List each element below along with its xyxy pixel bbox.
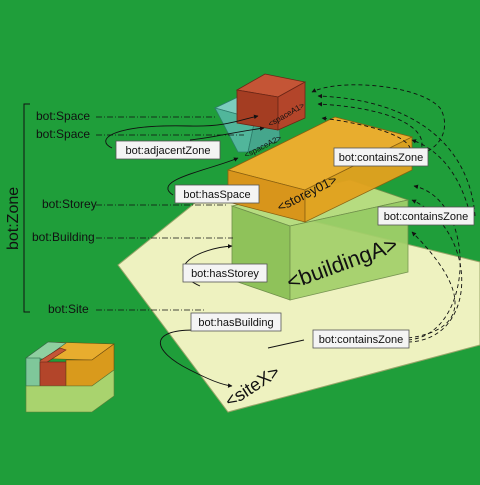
relation-has-storey-text: bot:hasStorey — [191, 268, 259, 280]
storey-box — [226, 116, 414, 223]
class-leader-lines — [96, 116, 244, 311]
relation-adjacent-zone-text: bot:adjacentZone — [125, 145, 210, 157]
relation-has-space: bot:hasSpace — [174, 184, 260, 204]
relation-contains-zone-3: bot:containsZone — [312, 329, 410, 349]
space-a1-box — [235, 73, 307, 131]
relation-has-building-text: bot:hasBuilding — [198, 317, 273, 329]
mini-building-icon — [25, 341, 115, 413]
class-space-label-1: bot:Space — [36, 109, 90, 123]
relation-contains-zone-2: bot:containsZone — [377, 206, 475, 226]
class-site-label: bot:Site — [48, 302, 89, 316]
relation-adjacent-zone: bot:adjacentZone — [115, 140, 221, 160]
zone-bracket — [23, 103, 30, 313]
relation-contains-zone-1-text: bot:containsZone — [339, 152, 423, 164]
class-building-label: bot:Building — [32, 230, 95, 244]
relation-contains-zone-3-text: bot:containsZone — [319, 334, 403, 346]
relation-has-space-text: bot:hasSpace — [183, 189, 250, 201]
zone-label: bot:Zone — [5, 187, 22, 250]
relation-contains-zone-1: bot:containsZone — [333, 147, 429, 167]
relation-has-storey: bot:hasStorey — [182, 263, 268, 283]
relation-curves — [105, 114, 265, 388]
class-storey-label: bot:Storey — [42, 197, 97, 211]
relation-contains-zone-2-text: bot:containsZone — [384, 211, 468, 223]
relation-has-building: bot:hasBuilding — [190, 312, 282, 332]
class-space-label-2: bot:Space — [36, 127, 90, 141]
